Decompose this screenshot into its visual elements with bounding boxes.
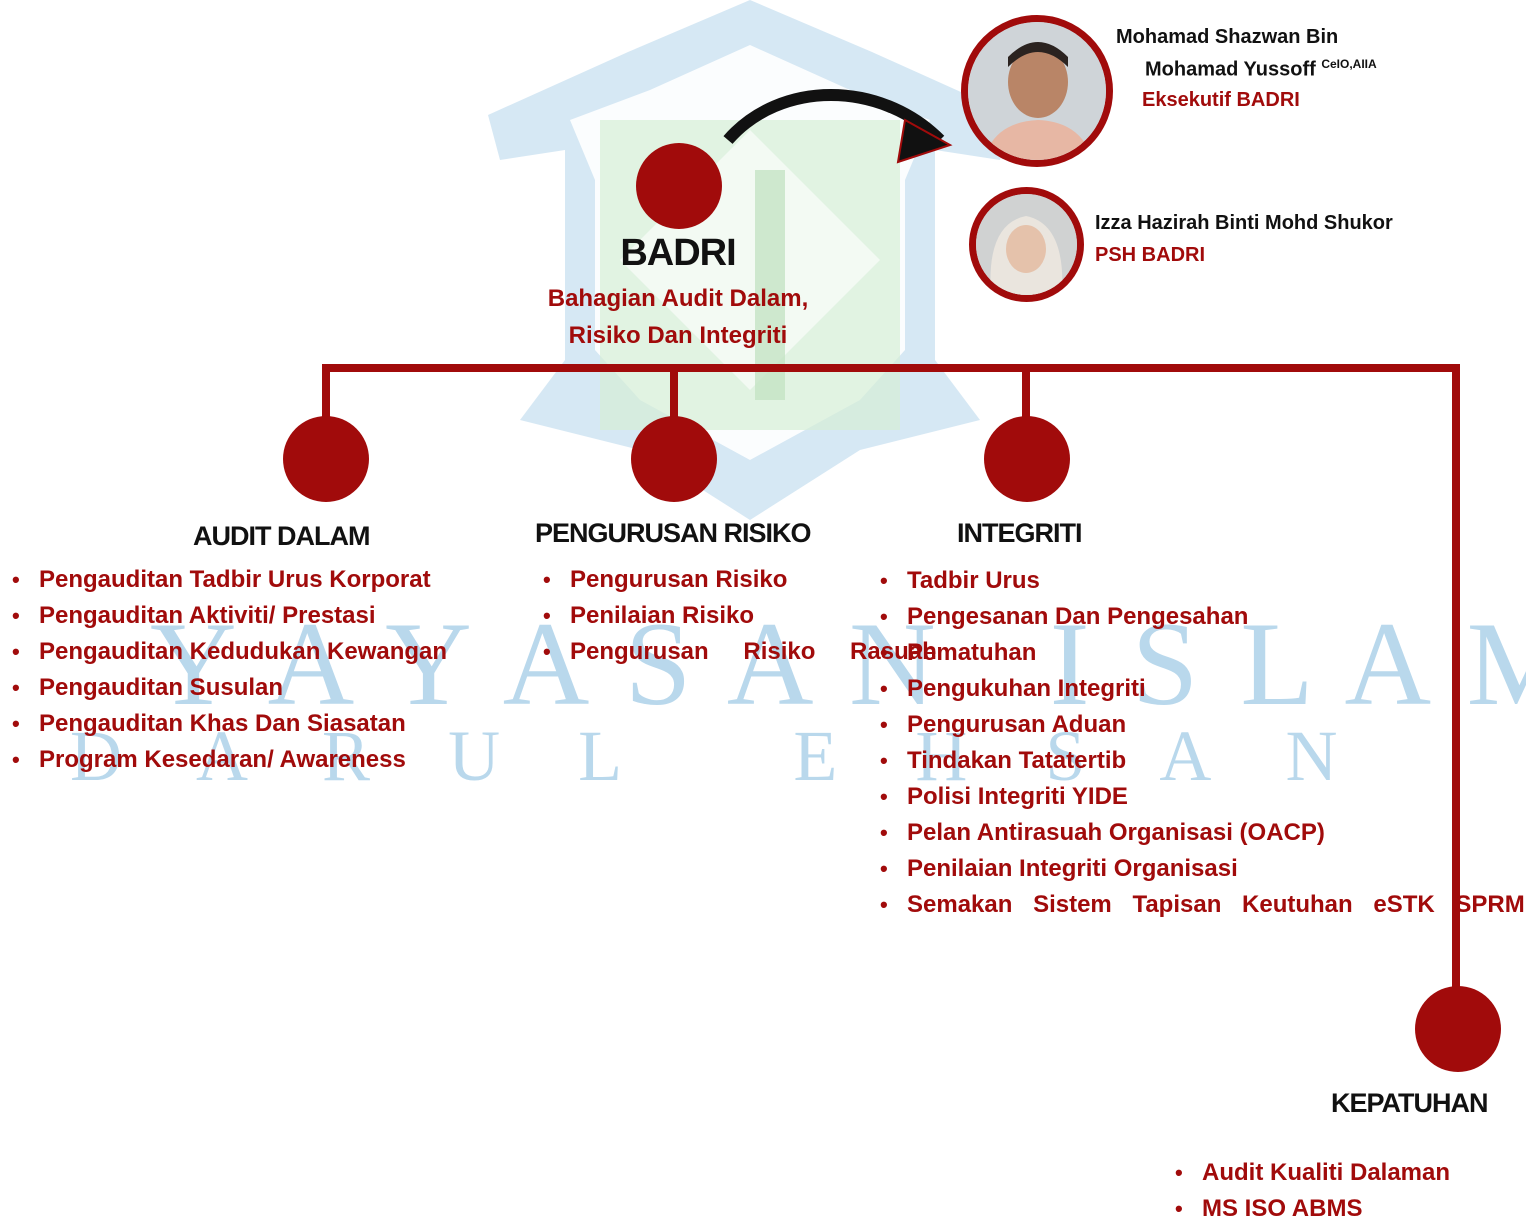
list-item: Pematuhan [876,635,1396,671]
staff-1-name-text: Mohamad Yussoff [1145,58,1316,81]
list-item: Pengukuhan Integriti [876,671,1396,707]
staff-2-role: PSH BADRI [1095,244,1206,266]
list-item: Tindakan Tatatertib [876,743,1396,779]
integriti-list: Tadbir Urus Pengesanan Dan Pengesahan Pe… [876,563,1525,923]
list-item: Pengurusan Risiko Rasuah [539,634,937,670]
list-item: Pengesanan Dan Pengesahan [876,599,1396,635]
badri-subtitle-line-1: Bahagian Audit Dalam, [547,285,809,312]
list-item: Pelan Antirasuah Organisasi (OACP) [876,815,1396,851]
list-item: Semakan Sistem Tapisan Keutuhan eSTK SPR… [876,887,1525,923]
list-item: Pengauditan Tadbir Urus Korporat [8,562,447,598]
list-item: Audit Kualiti Dalaman [1171,1155,1450,1191]
list-item: Penilaian Integriti Organisasi [876,851,1396,887]
badri-subtitle-line-2: Risiko Dan Integriti [568,322,788,349]
staff-1-name-line-1: Mohamad Shazwan Bin [1116,26,1339,48]
kepatuhan-title: KEPATUHAN [1331,1088,1488,1118]
badri-title: BADRI [620,232,736,274]
list-item: Program Kesedaran/ Awareness [8,742,447,778]
list-item: Pengauditan Kedudukan Kewangan [8,634,447,670]
list-item: Pengurusan Aduan [876,707,1396,743]
audit-dalam-node [283,416,369,502]
arrow-head [896,118,953,164]
pengurusan-risiko-node [631,416,717,502]
list-item: Polisi Integriti YIDE [876,779,1396,815]
kepatuhan-node [1415,986,1501,1072]
arrow-curve [723,89,945,145]
staff-1-name-line-2: Mohamad Yussoff CeIO,AIIA [1145,57,1377,82]
staff-photo-shazwan [961,15,1113,167]
list-item: Pengauditan Khas Dan Siasatan [8,706,447,742]
integriti-node [984,416,1070,502]
list-item: Pengauditan Susulan [8,670,447,706]
staff-photo-izza [969,187,1084,302]
audit-dalam-title: AUDIT DALAM [193,521,370,551]
badri-node [636,143,722,229]
list-item: MS ISO ABMS [1171,1191,1450,1227]
staff-2-name: Izza Hazirah Binti Mohd Shukor [1095,212,1393,234]
pengurusan-risiko-title: PENGURUSAN RISIKO [535,518,812,548]
pengurusan-risiko-list: Pengurusan Risiko Penilaian Risiko Pengu… [539,562,937,670]
staff-1-role: Eksekutif BADRI [1142,89,1300,111]
staff-1-credentials: CeIO,AIIA [1321,57,1377,71]
list-item: Pengurusan Risiko [539,562,833,598]
integriti-title: INTEGRITI [957,518,1082,548]
kepatuhan-list: Audit Kualiti Dalaman MS ISO ABMS [1171,1155,1450,1227]
list-item: Tadbir Urus [876,563,1396,599]
list-item: Penilaian Risiko [539,598,833,634]
list-item: Pengauditan Aktiviti/ Prestasi [8,598,447,634]
audit-dalam-list: Pengauditan Tadbir Urus Korporat Pengaud… [8,562,447,778]
